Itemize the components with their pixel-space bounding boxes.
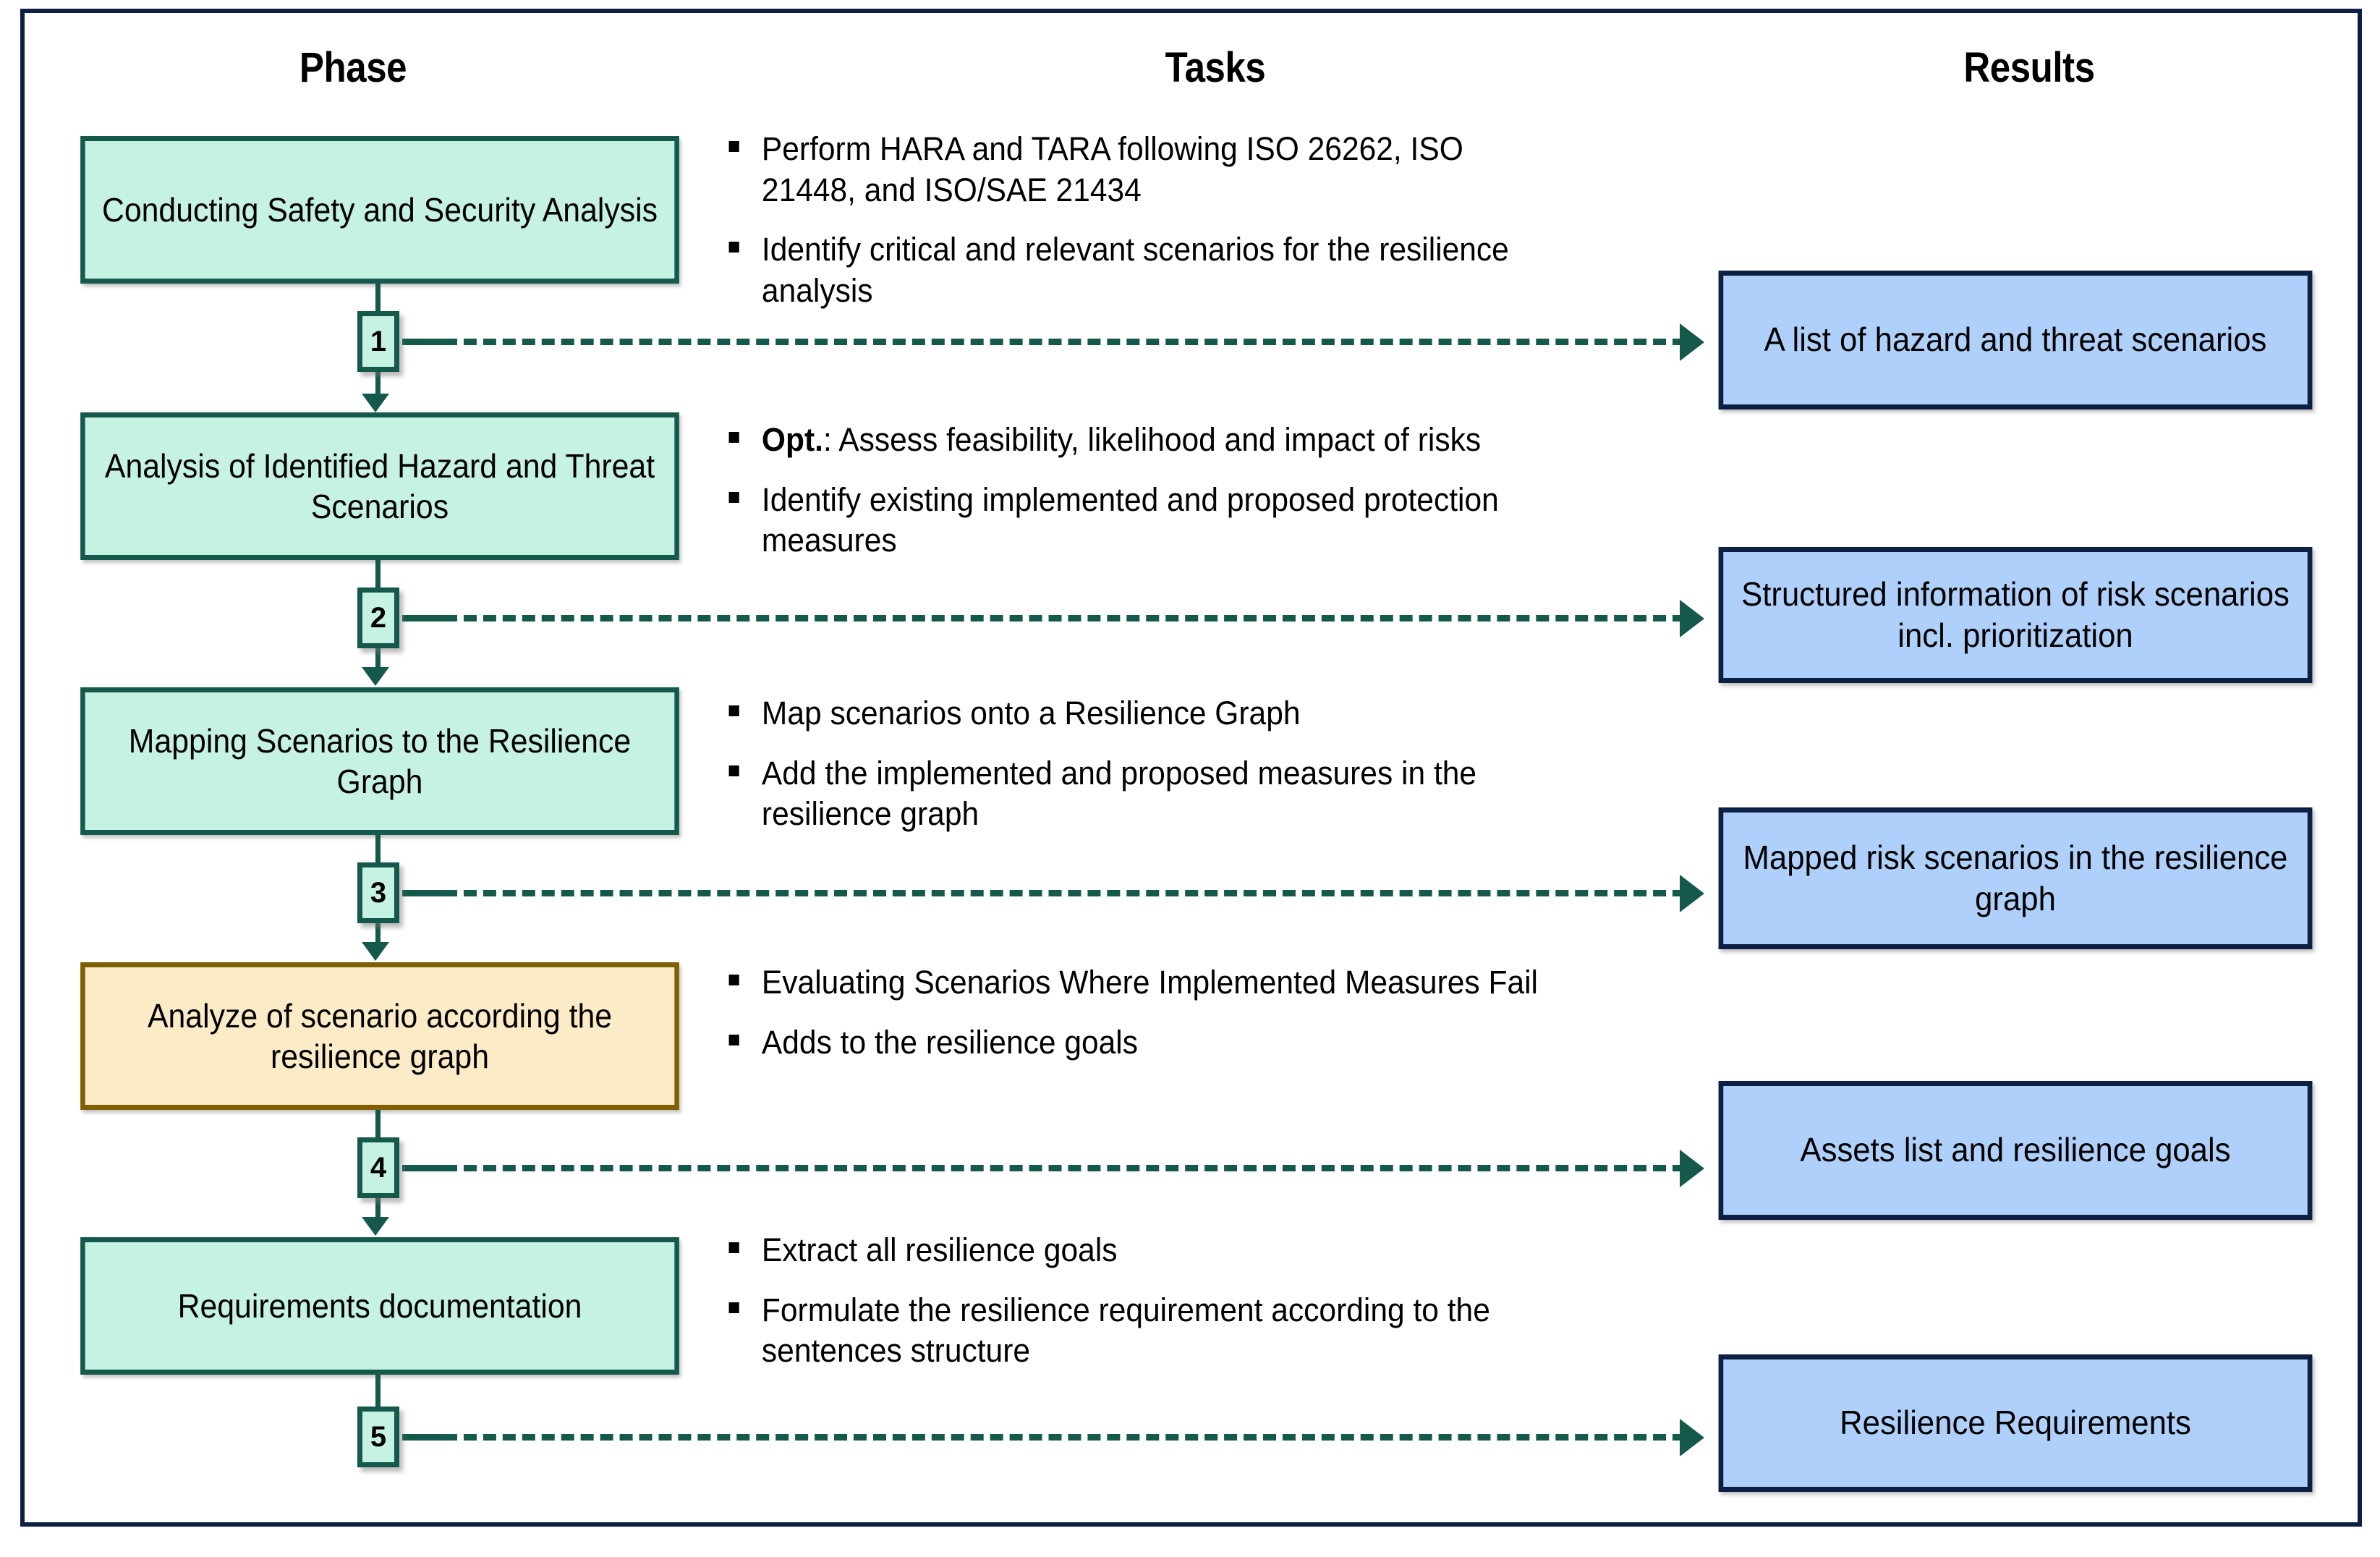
connector-line-4-top [375, 1110, 381, 1155]
result-label-3: Mapped risk scenarios in the resilience … [1743, 838, 2288, 918]
connector-line-5-top [375, 1375, 381, 1420]
task-text: Add the implemented and proposed measure… [761, 754, 1477, 833]
connector-arrow-4 [362, 1217, 389, 1236]
task-group-1: Perform HARA and TARA following ISO 2626… [723, 129, 1613, 331]
task-text: Formulate the resilience requirement acc… [761, 1291, 1490, 1370]
dashed-connector-2 [444, 615, 1686, 621]
phase-label-5: Requirements documentation [177, 1286, 582, 1325]
dashed-arrow-5 [1680, 1419, 1704, 1456]
connector-line-1-bottom [375, 372, 381, 405]
dashed-connector-1 [444, 339, 1686, 345]
phase-label-2: Analysis of Identified Hazard and Threat… [104, 446, 655, 525]
task-item: Add the implemented and proposed measure… [723, 753, 1564, 835]
bullet-icon [728, 242, 739, 253]
bullet-icon [728, 141, 739, 152]
task-text: Extract all resilience goals [761, 1231, 1118, 1268]
phase-label-3: Mapping Scenarios to the Resilience Grap… [128, 721, 632, 800]
phase-box-3[interactable]: Mapping Scenarios to the Resilience Grap… [80, 687, 679, 835]
step-badge-2[interactable]: 2 [357, 587, 399, 648]
dashed-stub-5 [402, 1434, 449, 1441]
task-text: : Assess feasibility, likelihood and imp… [823, 421, 1482, 458]
task-item: Identify existing implemented and propos… [723, 480, 1564, 561]
phase-label-1: Conducting Safety and Security Analysis [101, 190, 658, 229]
task-group-5: Extract all resilience goals Formulate t… [723, 1230, 1613, 1391]
phase-label-4: Analyze of scenario according the resili… [147, 996, 613, 1075]
task-group-4: Evaluating Scenarios Where Implemented M… [723, 962, 1613, 1082]
dashed-stub-4 [402, 1165, 449, 1171]
step-badge-3[interactable]: 3 [357, 862, 399, 923]
connector-line-4-bottom [375, 1198, 381, 1229]
connector-line-2-top [375, 560, 381, 605]
dashed-stub-1 [402, 339, 449, 345]
task-group-2: Opt.: Assess feasibility, likelihood and… [723, 420, 1613, 580]
task-emphasis: Opt. [761, 421, 823, 458]
task-item: Identify critical and relevant scenarios… [723, 229, 1564, 311]
task-item: Evaluating Scenarios Where Implemented M… [723, 962, 1564, 1004]
task-text: Perform HARA and TARA following ISO 2626… [761, 130, 1463, 208]
column-header-tasks: Tasks [1165, 44, 1266, 91]
result-box-5[interactable]: Resilience Requirements [1718, 1354, 2313, 1492]
dashed-arrow-2 [1680, 600, 1704, 637]
task-text: Identify critical and relevant scenarios… [761, 231, 1509, 310]
bullet-icon [728, 1034, 739, 1045]
bullet-icon [728, 705, 739, 716]
phase-box-5[interactable]: Requirements documentation [80, 1237, 679, 1375]
task-text: Adds to the resilience goals [761, 1023, 1138, 1061]
task-item: Map scenarios onto a Resilience Graph [723, 693, 1564, 734]
dashed-connector-3 [444, 890, 1686, 896]
bullet-icon [728, 975, 739, 985]
bullet-icon [728, 765, 739, 776]
step-badge-4[interactable]: 4 [357, 1137, 399, 1198]
result-box-1[interactable]: A list of hazard and threat scenarios [1718, 271, 2313, 410]
task-text: Identify existing implemented and propos… [761, 480, 1499, 559]
result-box-2[interactable]: Structured information of risk scenarios… [1718, 547, 2313, 683]
dashed-connector-4 [444, 1165, 1686, 1171]
dashed-connector-5 [444, 1434, 1686, 1441]
connector-line-2-bottom [375, 648, 381, 679]
task-item: Extract all resilience goals [723, 1230, 1564, 1271]
result-label-5: Resilience Requirements [1840, 1404, 2191, 1442]
dashed-arrow-1 [1680, 323, 1704, 361]
result-label-1: A list of hazard and threat scenarios [1764, 321, 2267, 359]
bullet-icon [728, 1302, 739, 1313]
result-label-2: Structured information of risk scenarios… [1741, 574, 2290, 655]
dashed-stub-3 [402, 890, 449, 896]
step-badge-1[interactable]: 1 [357, 311, 399, 372]
step-badge-5[interactable]: 5 [357, 1407, 399, 1467]
task-item: Adds to the resilience goals [723, 1022, 1564, 1064]
connector-line-3-top [375, 835, 381, 880]
task-text: Evaluating Scenarios Where Implemented M… [761, 964, 1538, 1001]
phase-box-4[interactable]: Analyze of scenario according the resili… [80, 962, 679, 1110]
result-box-4[interactable]: Assets list and resilience goals [1718, 1081, 2313, 1220]
connector-arrow-2 [362, 667, 389, 686]
bullet-icon [728, 1242, 739, 1253]
dashed-arrow-4 [1680, 1150, 1704, 1187]
column-header-phase: Phase [299, 44, 407, 91]
column-header-results: Results [1963, 44, 2095, 91]
connector-arrow-3 [362, 942, 389, 961]
bullet-icon [728, 491, 739, 503]
task-item: Perform HARA and TARA following ISO 2626… [723, 129, 1564, 211]
connector-line-1-top [375, 284, 381, 328]
task-text: Map scenarios onto a Resilience Graph [761, 695, 1301, 731]
phase-box-1[interactable]: Conducting Safety and Security Analysis [80, 136, 679, 284]
task-item: Formulate the resilience requirement acc… [723, 1290, 1564, 1372]
task-group-3: Map scenarios onto a Resilience Graph Ad… [723, 693, 1613, 854]
bullet-icon [728, 432, 739, 443]
result-box-3[interactable]: Mapped risk scenarios in the resilience … [1718, 807, 2313, 949]
dashed-arrow-3 [1680, 875, 1704, 912]
connector-arrow-1 [362, 394, 389, 412]
connector-line-3-bottom [375, 923, 381, 954]
phase-box-2[interactable]: Analysis of Identified Hazard and Threat… [80, 412, 679, 560]
task-item: Opt.: Assess feasibility, likelihood and… [723, 420, 1564, 461]
dashed-stub-2 [402, 615, 449, 621]
result-label-4: Assets list and resilience goals [1800, 1131, 2231, 1169]
